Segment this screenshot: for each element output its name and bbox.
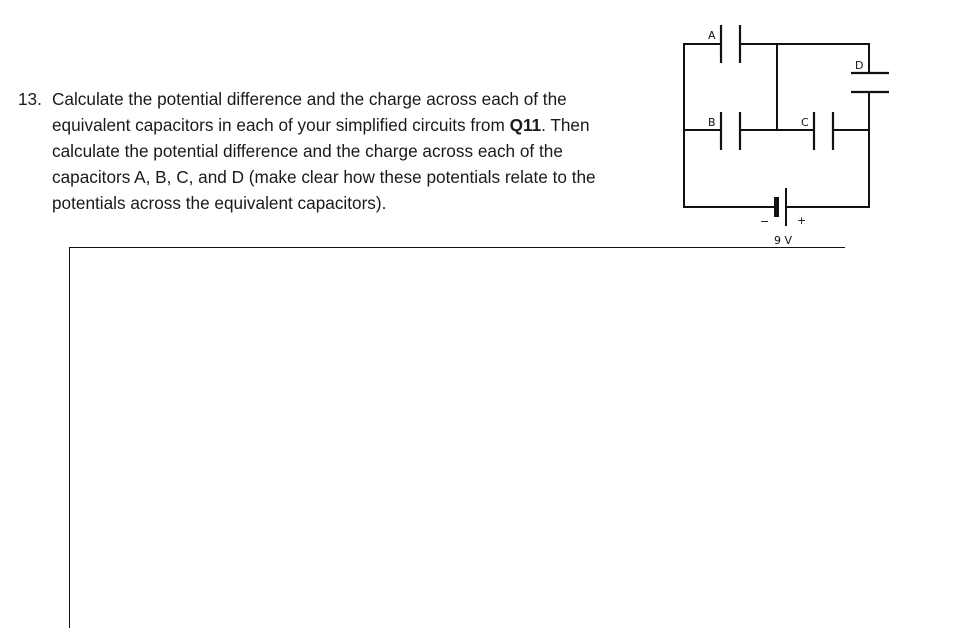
question-line-5: potentials across the equivalent capacit…	[52, 193, 387, 213]
question-reference: Q11	[509, 115, 542, 135]
capacitor-label-d: D	[855, 59, 863, 72]
battery-icon	[774, 188, 787, 226]
battery-positive-label: +	[797, 214, 806, 227]
capacitor-label-a: A	[708, 29, 716, 42]
question-line-4: capacitors A, B, C, and D (make clear ho…	[52, 167, 596, 187]
question-line-2: equivalent capacitors in each of your si…	[52, 115, 590, 135]
capacitor-c	[812, 112, 835, 150]
capacitor-a	[719, 25, 742, 63]
capacitor-label-c: C	[801, 116, 809, 129]
battery-negative-label: −	[760, 215, 769, 228]
capacitor-b	[719, 112, 742, 150]
circuit-wires	[683, 43, 870, 208]
capacitor-d	[851, 71, 889, 94]
question-line-3: calculate the potential difference and t…	[52, 141, 563, 161]
answer-box[interactable]	[69, 247, 845, 628]
capacitor-label-b: B	[708, 116, 716, 129]
question-number: 13.	[18, 89, 42, 109]
question-line-1: Calculate the potential difference and t…	[52, 89, 567, 109]
question-text: Calculate the potential difference and t…	[52, 86, 662, 216]
battery-voltage-label: 9 V	[774, 234, 792, 247]
